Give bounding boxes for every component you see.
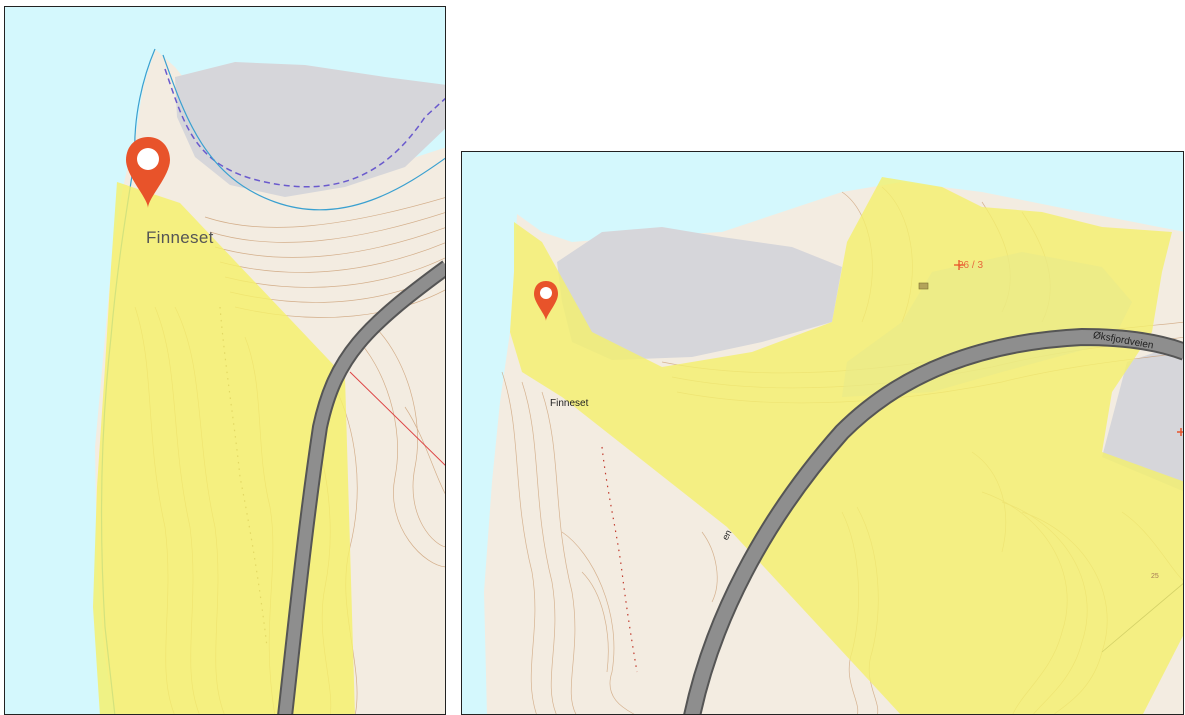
location-pin-icon[interactable] — [126, 137, 170, 208]
glacier-area — [557, 227, 842, 360]
road-fill — [685, 329, 1183, 714]
elevation-label: 25 — [1151, 573, 1159, 580]
adjacent-property — [1102, 342, 1183, 492]
glacier-area — [175, 62, 445, 197]
parcel-marker-icon-edge — [1177, 428, 1183, 436]
road-fill — [279, 262, 445, 714]
building-icon — [918, 282, 929, 290]
map-canvas-left[interactable] — [5, 7, 446, 715]
parcel-number-label: 26 / 3 — [958, 260, 984, 271]
map-canvas-right[interactable] — [462, 152, 1184, 715]
place-label-finneset: Finneset — [146, 228, 214, 247]
parcel-marker-icon — [954, 260, 964, 270]
property-boundary-line — [349, 371, 445, 466]
place-label-finneset: Finneset — [550, 398, 589, 409]
secondary-highlight — [842, 252, 1132, 397]
map-panel-right[interactable]: Finneset Øksfjordveien en 26 / 3 25 — [461, 151, 1184, 715]
highlighted-area — [93, 182, 355, 714]
map-panel-left[interactable]: Finneset — [4, 6, 446, 715]
boundary-line — [164, 68, 445, 188]
shoreline-north — [162, 54, 445, 211]
location-pin-icon[interactable] — [534, 281, 558, 321]
